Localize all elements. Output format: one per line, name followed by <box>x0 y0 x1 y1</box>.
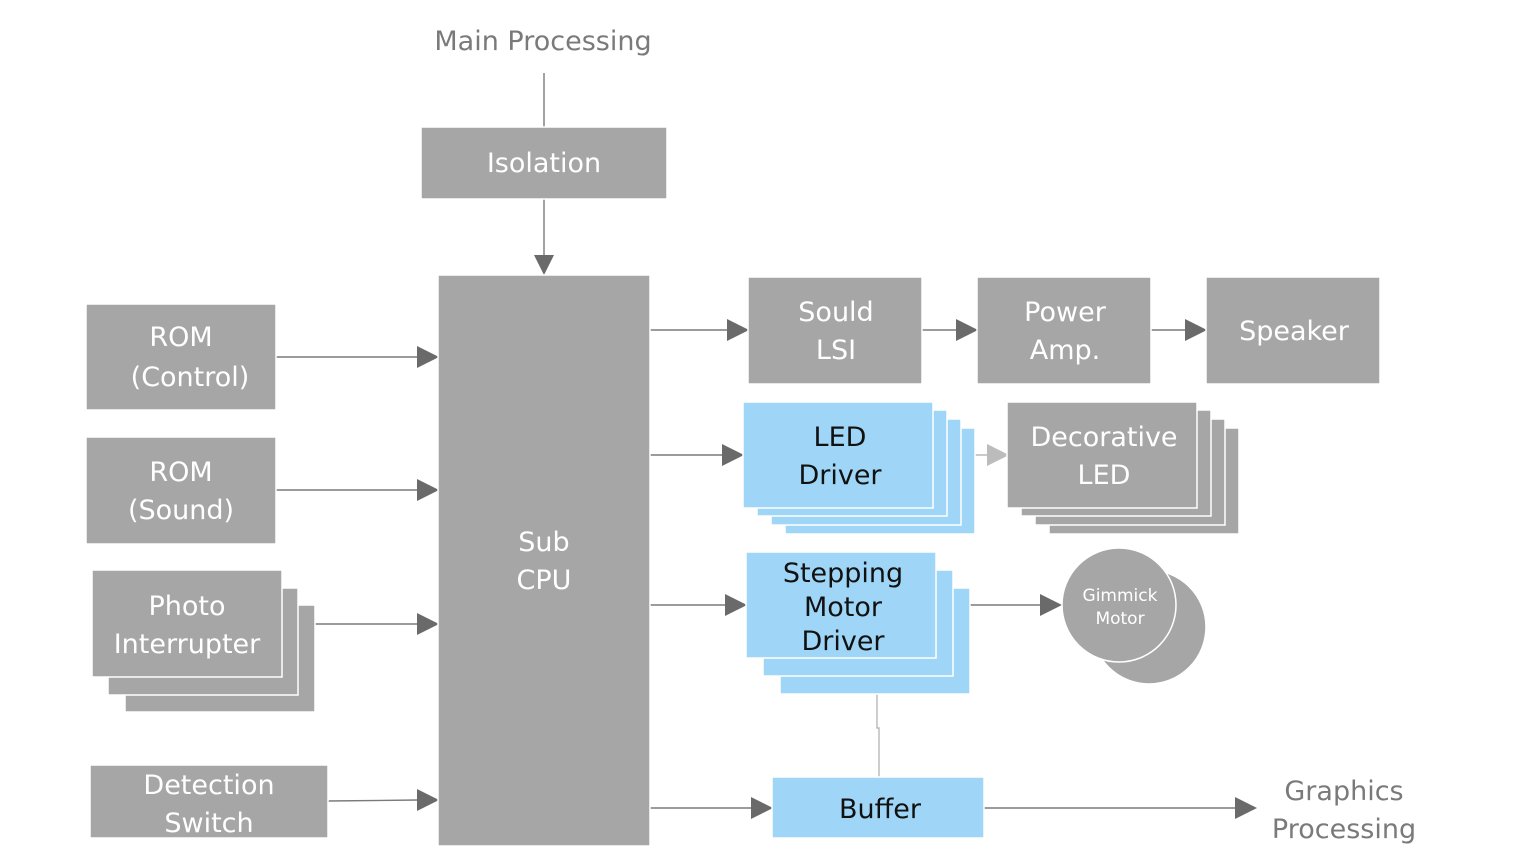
arrowhead-stepping <box>725 594 747 616</box>
rom-sound-block: ROM (Sound) <box>85 436 277 545</box>
stepping-driver-label-line3: Driver <box>801 626 885 657</box>
arrowhead-gimmick <box>1040 594 1062 616</box>
power-amp-block: Power Amp. <box>976 276 1152 385</box>
gimmick-motor-stack-1 <box>1061 547 1177 663</box>
sould-lsi-block: Sould LSI <box>747 276 923 385</box>
arrowhead-switch <box>417 789 439 811</box>
detection-switch-label-line1: Detection <box>143 770 274 801</box>
stepping-driver-label-line2: Motor <box>804 592 883 623</box>
rom-sound-label-line2: (Sound) <box>128 495 234 526</box>
arrowhead-led-driver <box>722 444 744 466</box>
speaker-label: Speaker <box>1239 316 1350 347</box>
stepping-driver-stack-1 <box>745 551 937 659</box>
switch-to-cpu-line <box>327 799 419 802</box>
arrowhead-isolation-to-cpu <box>534 255 554 275</box>
photo-interrupter-label-line2: Interrupter <box>114 629 261 660</box>
graphics-processing-label-line2: Processing <box>1272 814 1416 845</box>
arrowhead-rom-control <box>417 346 439 368</box>
arrowhead-amp <box>956 319 978 341</box>
decorative-led-block: Decorative LED <box>1006 401 1240 535</box>
rom-control-label-line1: ROM <box>149 322 212 353</box>
speaker-block: Speaker <box>1205 276 1381 385</box>
sould-lsi-label-line2: LSI <box>816 335 856 366</box>
buffer-block: Buffer <box>771 776 985 839</box>
decorative-led-label-line1: Decorative <box>1030 422 1177 453</box>
detection-switch-block: Detection Switch <box>89 764 329 839</box>
power-amp-label-line2: Amp. <box>1030 335 1101 366</box>
sub-cpu-label-line2: CPU <box>517 565 572 596</box>
gimmick-motor-label-line2: Motor <box>1095 609 1144 629</box>
arrowhead-graphics <box>1235 797 1257 819</box>
led-driver-label-line1: LED <box>814 422 867 453</box>
photo-interrupter-label-line1: Photo <box>148 591 225 622</box>
stepping-motor-driver-block: Stepping Motor Driver <box>745 551 971 695</box>
decorative-led-label-line2: LED <box>1078 460 1131 491</box>
arrowhead-decorative-led <box>987 444 1009 466</box>
decorative-led-stack-1 <box>1006 401 1198 509</box>
stepping-driver-label-line1: Stepping <box>783 558 903 589</box>
graphics-processing-label-line1: Graphics <box>1284 776 1403 807</box>
gimmick-motor-label-line1: Gimmick <box>1083 586 1158 606</box>
led-driver-stack-1 <box>742 401 934 509</box>
isolation-block: Isolation <box>420 126 668 200</box>
led-driver-block: LED Driver <box>742 401 976 535</box>
arrowheads <box>417 255 1257 819</box>
arrowhead-photo <box>417 613 439 635</box>
rom-control-block: ROM (Control) <box>85 303 277 411</box>
rom-control-label-line2: (Control) <box>131 362 250 393</box>
photo-interrupter-block: Photo Interrupter <box>91 569 316 713</box>
arrowhead-rom-sound <box>417 479 439 501</box>
led-driver-label-line2: Driver <box>798 460 882 491</box>
sub-cpu-label-line1: Sub <box>518 527 569 558</box>
rom-sound-label-line1: ROM <box>149 457 212 488</box>
arrowhead-buffer <box>751 797 773 819</box>
sub-cpu-block: Sub CPU <box>437 274 651 847</box>
arrowhead-speaker <box>1185 319 1207 341</box>
buffer-label: Buffer <box>839 794 922 825</box>
power-amp-label-line1: Power <box>1024 297 1107 328</box>
detection-switch-label-line2: Switch <box>164 808 253 839</box>
isolation-label: Isolation <box>487 148 601 179</box>
photo-interrupter-stack-1 <box>91 569 283 678</box>
main-processing-label: Main Processing <box>434 26 651 57</box>
arrowhead-lsi <box>727 319 749 341</box>
gimmick-motor-block: Gimmick Motor <box>1061 547 1207 685</box>
sould-lsi-label-line1: Sould <box>798 297 873 328</box>
stepping-to-buffer-line <box>876 694 880 777</box>
